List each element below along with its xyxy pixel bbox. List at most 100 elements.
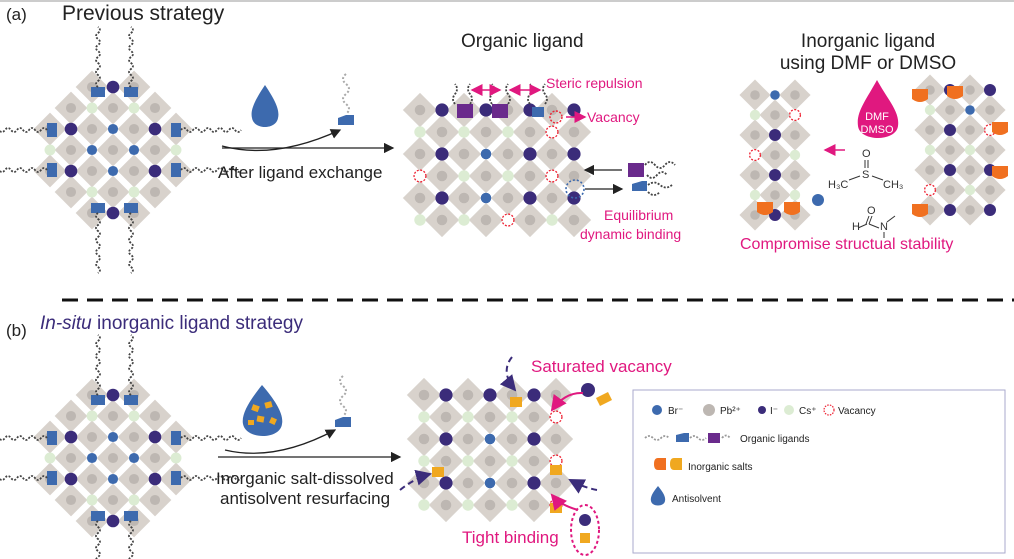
pb-ion bbox=[440, 455, 452, 467]
i-ion bbox=[523, 191, 537, 205]
i-ion bbox=[64, 472, 78, 486]
legend-antisolvent: Antisolvent bbox=[672, 494, 721, 505]
antisolvent-drop-icon bbox=[251, 85, 279, 127]
inorganic-salt bbox=[947, 86, 963, 99]
ligand-head bbox=[124, 87, 138, 97]
inorganic-salt bbox=[432, 467, 444, 477]
i-ion bbox=[567, 191, 581, 205]
pb-ion bbox=[925, 125, 935, 135]
pb-ion bbox=[480, 126, 492, 138]
ligand-head bbox=[47, 471, 57, 485]
inorganic-salt bbox=[912, 204, 928, 217]
pb-ion bbox=[65, 186, 77, 198]
saturated-vacancy-label: Saturated vacancy bbox=[531, 357, 672, 376]
legend-br: Br⁻ bbox=[668, 406, 683, 417]
br-ion bbox=[86, 452, 98, 464]
pb-ion bbox=[502, 148, 514, 160]
pb-ion bbox=[568, 170, 580, 182]
pb-ion bbox=[462, 433, 474, 445]
dmso-o: O bbox=[862, 148, 871, 160]
cs-ion bbox=[546, 214, 558, 226]
inorganic-salt bbox=[992, 122, 1008, 135]
br-ion bbox=[107, 165, 119, 177]
cs-ion bbox=[86, 410, 98, 422]
pb-ion bbox=[985, 105, 995, 115]
pb-ion bbox=[462, 389, 474, 401]
cs-ion bbox=[749, 189, 761, 201]
i-ion bbox=[769, 129, 781, 141]
pb-ion bbox=[568, 214, 580, 226]
dmso-h3c: H₃C bbox=[828, 179, 848, 191]
cs-ion bbox=[462, 499, 474, 511]
vacancy-site bbox=[549, 410, 563, 424]
legend-organic-chain-icon bbox=[644, 435, 670, 441]
dmf-h: H bbox=[852, 221, 860, 233]
pb-ion bbox=[985, 185, 995, 195]
i-ion bbox=[148, 164, 162, 178]
i-ion bbox=[769, 169, 781, 181]
br-ion bbox=[107, 431, 119, 443]
inorganic-title-2: using DMF or DMSO bbox=[780, 53, 956, 74]
ligand-chain bbox=[0, 127, 48, 133]
cs-ion bbox=[414, 214, 426, 226]
pb-ion bbox=[86, 473, 98, 485]
i-ion bbox=[527, 432, 541, 446]
cs-ion bbox=[789, 149, 801, 161]
pb-ion bbox=[790, 130, 800, 140]
cs-ion bbox=[86, 102, 98, 114]
dmf-n: N bbox=[880, 221, 888, 233]
legend-pb: Pb²⁺ bbox=[720, 406, 741, 417]
ligand-head bbox=[91, 87, 105, 97]
pb-ion bbox=[524, 214, 536, 226]
pb-ion bbox=[502, 192, 514, 204]
vacancy-site bbox=[788, 108, 802, 122]
pb-ion bbox=[965, 125, 975, 135]
cs-ion bbox=[506, 455, 518, 467]
pb-ion bbox=[107, 494, 119, 506]
cs-ion bbox=[414, 126, 426, 138]
legend-box bbox=[632, 389, 1006, 554]
pb-ion bbox=[945, 105, 955, 115]
inorganic-salt bbox=[784, 202, 800, 215]
pb-ion bbox=[546, 104, 558, 116]
organic-ligands-a bbox=[0, 26, 242, 274]
ligand-chain bbox=[0, 475, 48, 481]
pb-ion bbox=[149, 494, 161, 506]
blue-ligand bbox=[532, 107, 544, 117]
pb-ion bbox=[65, 144, 77, 156]
released-ligand-head bbox=[338, 115, 354, 125]
ligand-chain bbox=[0, 435, 48, 441]
ligand-chain bbox=[128, 212, 134, 274]
cs-ion bbox=[86, 494, 98, 506]
ligand-head bbox=[91, 395, 105, 405]
legend-cs: Cs⁺ bbox=[799, 406, 817, 417]
panel-a-title: Previous strategy bbox=[62, 2, 225, 25]
pb-ion bbox=[414, 104, 426, 116]
ligand-chain bbox=[180, 475, 242, 481]
cs-ion bbox=[128, 186, 140, 198]
br-ion bbox=[812, 194, 824, 206]
legend-inorganic-orange-icon bbox=[654, 458, 666, 470]
organic-ligands-b bbox=[0, 334, 242, 559]
i-ion bbox=[479, 103, 493, 117]
pb-ion bbox=[770, 190, 780, 200]
cs-ion bbox=[506, 411, 518, 423]
equilibrium-label-2: dynamic binding bbox=[580, 226, 681, 242]
ligand-head bbox=[124, 395, 138, 405]
pb-ion bbox=[480, 170, 492, 182]
cs-ion bbox=[458, 214, 470, 226]
panel-a-label: (a) bbox=[6, 5, 27, 24]
pb-ion bbox=[945, 185, 955, 195]
equilibrium-chains bbox=[644, 161, 676, 196]
br-ion bbox=[107, 473, 119, 485]
pb-ion bbox=[107, 102, 119, 114]
pb-ion bbox=[965, 205, 975, 215]
nanocrystal-inorganic-left bbox=[739, 79, 824, 231]
cs-ion bbox=[170, 144, 182, 156]
legend-antisolvent-icon bbox=[650, 486, 666, 506]
pb-ion bbox=[86, 431, 98, 443]
pb-ion bbox=[440, 499, 452, 511]
i-ion bbox=[148, 472, 162, 486]
ligand-chain bbox=[180, 127, 242, 133]
pb-ion bbox=[128, 431, 140, 443]
